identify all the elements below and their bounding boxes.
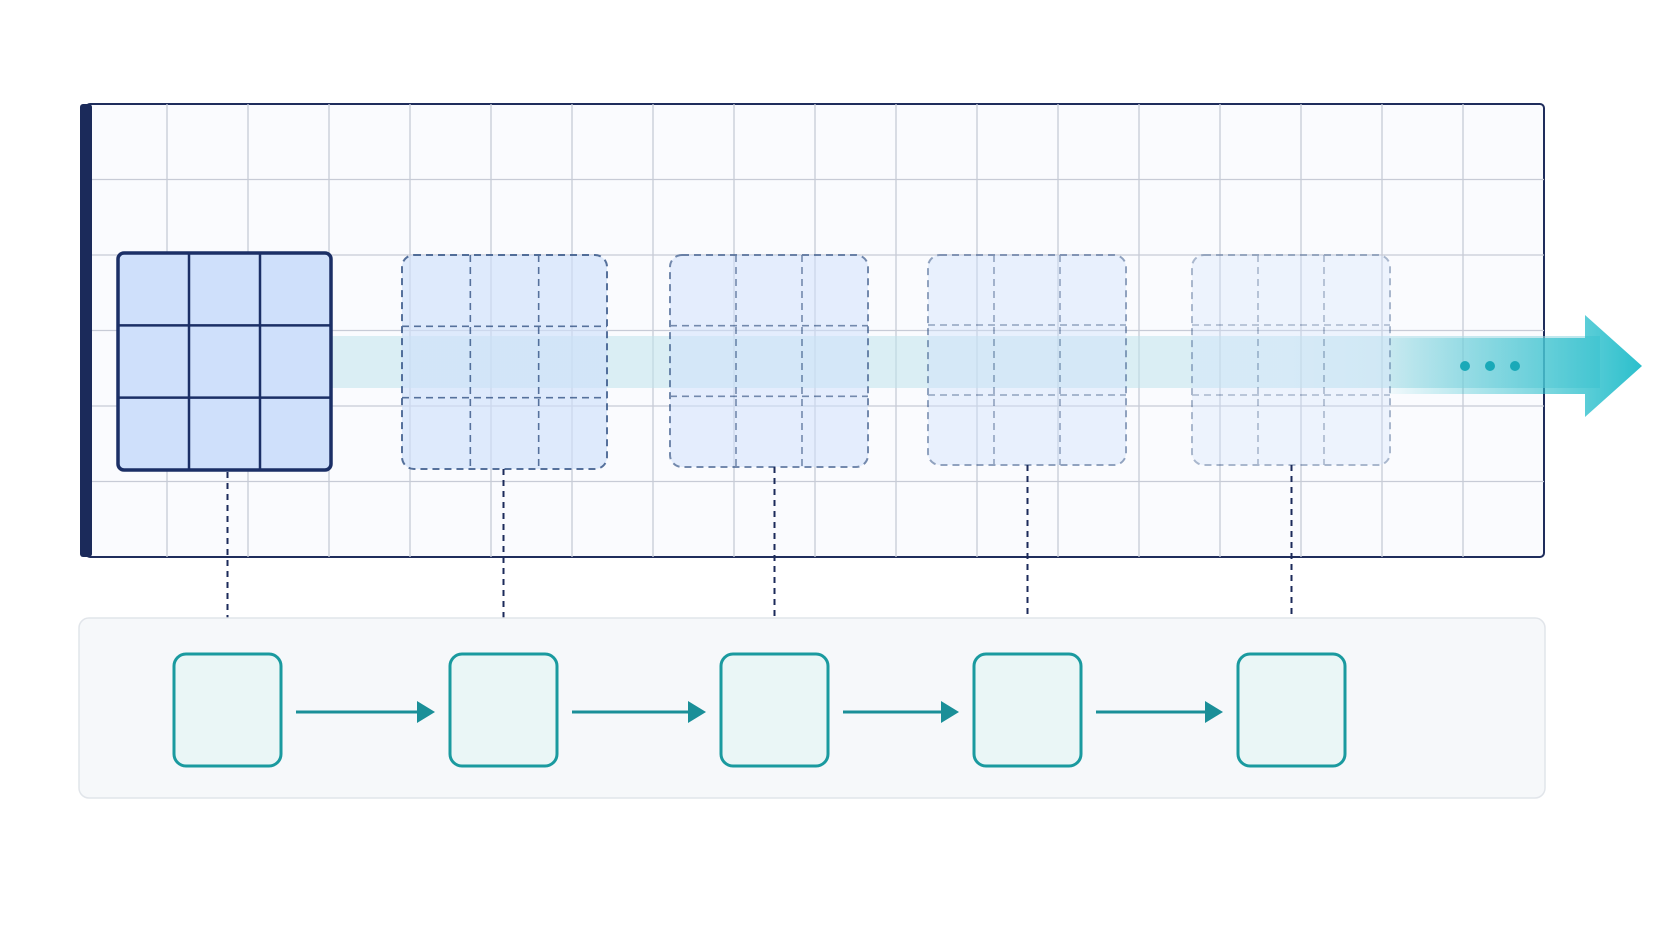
ellipsis-dot: [1460, 361, 1470, 371]
sequence-link-arrow: [1096, 701, 1223, 723]
window-frame: [927, 254, 1127, 466]
window-2: [401, 254, 608, 470]
window-frame: [1191, 254, 1391, 466]
window-1: [116, 251, 333, 472]
sequence-node: [972, 652, 1083, 768]
window-frame: [116, 251, 333, 472]
sequence-link-arrow: [572, 701, 706, 723]
ellipsis-dot: [1510, 361, 1520, 371]
sequence-nodes: [172, 652, 1347, 768]
window-4: [927, 254, 1127, 466]
ellipsis-dot: [1485, 361, 1495, 371]
sequence-node: [719, 652, 830, 768]
sliding-windows: [116, 251, 1391, 472]
sequence-node: [448, 652, 559, 768]
grid-edge-bar: [80, 104, 92, 557]
window-3: [669, 254, 869, 468]
window-frame: [669, 254, 869, 468]
sequence-link-arrow: [843, 701, 959, 723]
continuation-indicator: [1390, 315, 1642, 417]
sequence-node: [1236, 652, 1347, 768]
window-5: [1191, 254, 1391, 466]
sequence-node: [172, 652, 283, 768]
window-frame: [401, 254, 608, 470]
sequence-link-arrow: [296, 701, 435, 723]
